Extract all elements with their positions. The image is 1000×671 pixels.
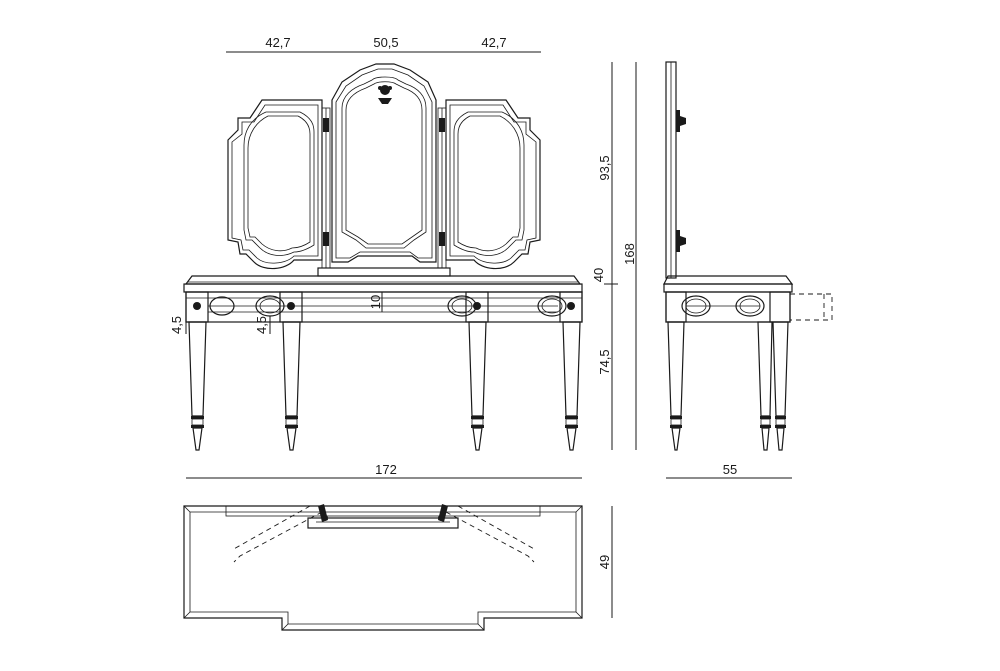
dim-side-depth: 55 [723,462,737,477]
mirror-base [317,267,451,277]
left-mirror-panel [227,99,323,270]
legs [188,321,581,451]
dim-top-to-mirror: 40 [591,268,606,282]
right-hinge [437,107,447,269]
rosette-icon [193,302,201,310]
side-leg [667,321,685,451]
top-plan: 49 [183,504,613,631]
drawer-open-outline [790,293,833,321]
crest-ornament-icon [378,85,392,104]
side-leg [757,321,773,451]
dim-apron-inner: 4,5 [254,316,269,334]
dim-right-panel-width: 42,7 [481,35,506,50]
dim-rail-depth: 10 [368,295,383,309]
leg [282,321,301,451]
dim-apron-left: 4,5 [169,316,184,334]
dim-total-width: 172 [375,462,397,477]
dim-left-panel-width: 42,7 [265,35,290,50]
left-hinge [321,107,331,269]
front-elevation: 42,7 50,5 42,7 [169,35,637,479]
dim-plan-depth: 49 [597,555,612,569]
plan-mirror-strip [225,505,541,517]
rosette-icon [287,302,295,310]
side-leg [772,321,789,451]
plan-mirror-base [307,517,459,529]
leg [562,321,581,451]
right-panel-swing [445,511,535,563]
left-panel-swing [233,511,323,563]
right-mirror-panel [445,99,541,270]
tabletop [183,275,583,293]
dim-center-panel-width: 50,5 [373,35,398,50]
rosette-icon [567,302,575,310]
side-elevation: 55 [663,61,833,479]
dim-total-height: 168 [622,243,637,265]
apron [185,291,583,323]
dim-mirror-height: 93,5 [597,155,612,180]
rosette-icon [473,302,481,310]
leg [468,321,487,451]
side-hinge-icon [676,110,686,252]
dim-table-height: 74,5 [597,349,612,374]
leg [188,321,207,451]
plan-outline [183,505,583,631]
plan-hinge-icon [318,504,448,522]
center-mirror-panel [331,63,437,263]
